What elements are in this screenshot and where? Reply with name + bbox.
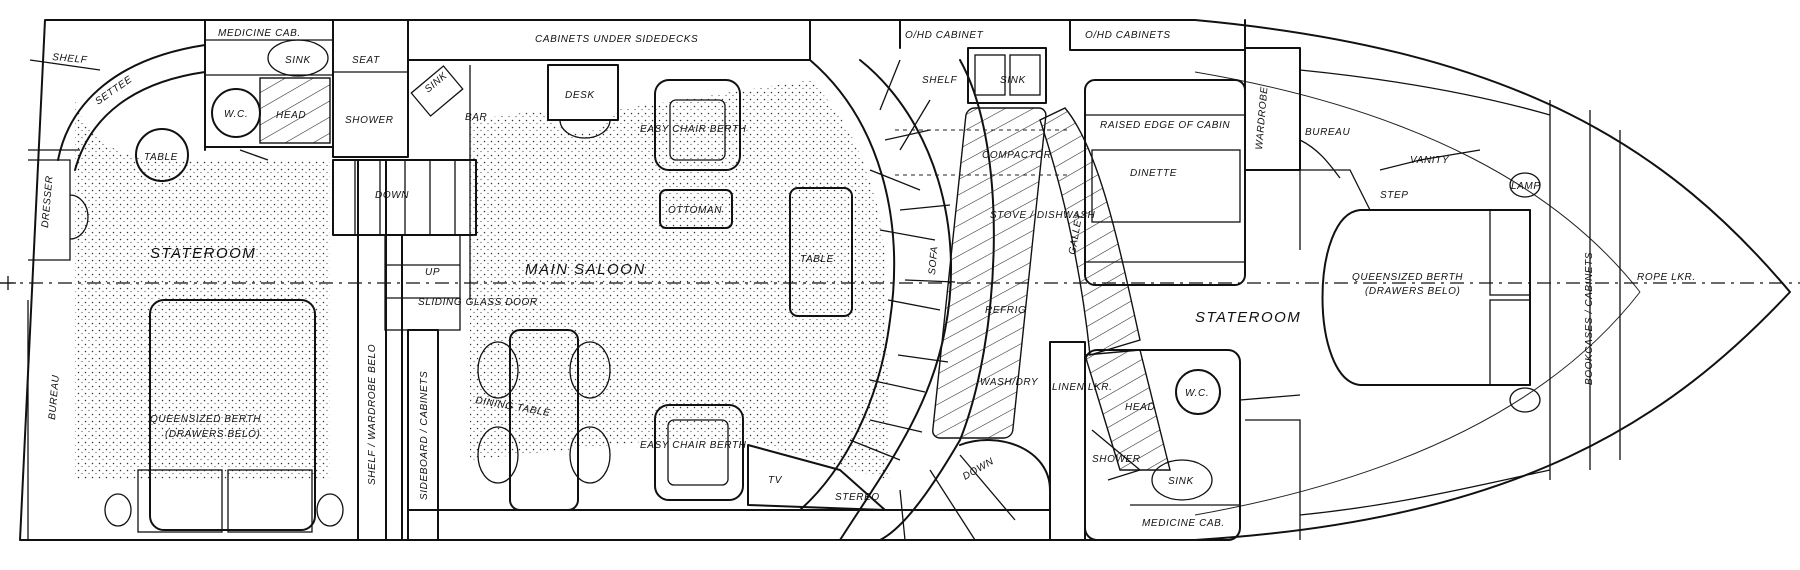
label-sink-fwd: SINK [1168,476,1194,487]
aft-head [204,19,409,161]
label-bureau-aft: BUREAU [47,374,62,420]
dinette [1084,47,1301,286]
label-sofa: SOFA [927,246,940,276]
label-shelf-aft: SHELF [52,52,88,66]
label-cabinets-sidedecks: CABINETS UNDER SIDEDECKS [535,34,698,45]
label-berth-fwd: QUEENSIZED BERTH [1352,272,1463,283]
label-drawers-aft: (DRAWERS BELO) [165,429,260,440]
label-up: UP [425,267,440,278]
main-saloon [407,19,1051,511]
label-wc-fwd: W.C. [1185,388,1209,399]
label-lamp: LAMP [1511,181,1541,192]
label-stateroom-aft: STATEROOM [150,245,256,262]
companionway [332,65,477,541]
label-dresser: DRESSER [40,175,56,228]
label-wc-aft: W.C. [224,109,248,120]
galley [895,19,1246,439]
label-head-fwd: HEAD [1125,402,1155,413]
label-drawers-fwd: (DRAWERS BELO) [1365,286,1460,297]
label-shelf-wardrobe: SHELF / WARDROBE BELO [367,344,378,485]
label-ohd-cabinet: O/HD CABINET [905,30,984,41]
label-head-aft: HEAD [276,110,306,121]
label-medicine-cab-aft: MEDICINE CAB. [218,28,301,39]
label-wardrobe: WARDROBE [1254,86,1270,150]
label-sink-galley: SINK [1000,75,1026,86]
label-medicine-cab-fwd: MEDICINE CAB. [1142,518,1225,529]
label-berth-aft: QUEENSIZED BERTH [150,414,261,425]
label-table-saloon: TABLE [800,254,834,265]
label-compactor: COMPACTOR [982,150,1051,161]
labels: SHELF SETTEE TABLE DRESSER STATEROOM BUR… [40,28,1696,529]
forward-stateroom [1290,69,1621,516]
label-raised-edge: RAISED EDGE OF CABIN [1100,120,1230,131]
label-down-fwd: DOWN [961,456,996,483]
label-down-aft: DOWN [375,190,409,201]
label-ohd-cabinets: O/HD CABINETS [1085,30,1171,41]
aft-stateroom [27,19,344,540]
label-wash-dry: WASH/DRY [980,377,1039,388]
label-vanity: VANITY [1410,155,1450,166]
label-linen-lkr: LINEN LKR. [1052,382,1112,393]
label-shower-aft: SHOWER [345,115,394,126]
label-desk: DESK [565,90,595,101]
label-stereo: STEREO [835,492,880,503]
label-settee: SETTEE [93,74,134,107]
label-bureau-fwd: BUREAU [1305,127,1350,138]
label-step: STEP [1380,190,1409,201]
label-rope-lkr: ROPE LKR. [1637,272,1696,283]
label-bar: BAR [465,112,487,123]
label-stove-dishwash: STOVE / DISHWASH [990,210,1096,221]
forward-head [1049,341,1301,541]
label-shelf-galley: SHELF [922,75,958,86]
label-main-saloon: MAIN SALOON [525,261,646,278]
label-sliding-door: SLIDING GLASS DOOR [418,297,538,308]
label-shower-fwd: SHOWER [1092,454,1141,465]
label-refrig: REFRIG [985,305,1026,316]
label-sideboard: SIDEBOARD / CABINETS [419,371,430,500]
label-sink-bar: SINK [423,70,450,95]
label-table-aft: TABLE [144,152,178,163]
label-seat: SEAT [352,55,380,66]
label-easy-chair-top: EASY CHAIR BERTH [640,124,747,135]
label-ottoman: OTTOMAN [668,205,722,216]
label-easy-chair-bottom: EASY CHAIR BERTH [640,440,747,451]
label-tv: TV [768,475,783,486]
label-sink-aft: SINK [285,55,311,66]
label-stateroom-fwd: STATEROOM [1195,309,1301,326]
label-dinette: DINETTE [1130,168,1177,179]
label-bookcases: BOOKCASES / CABINETS [1584,252,1595,385]
